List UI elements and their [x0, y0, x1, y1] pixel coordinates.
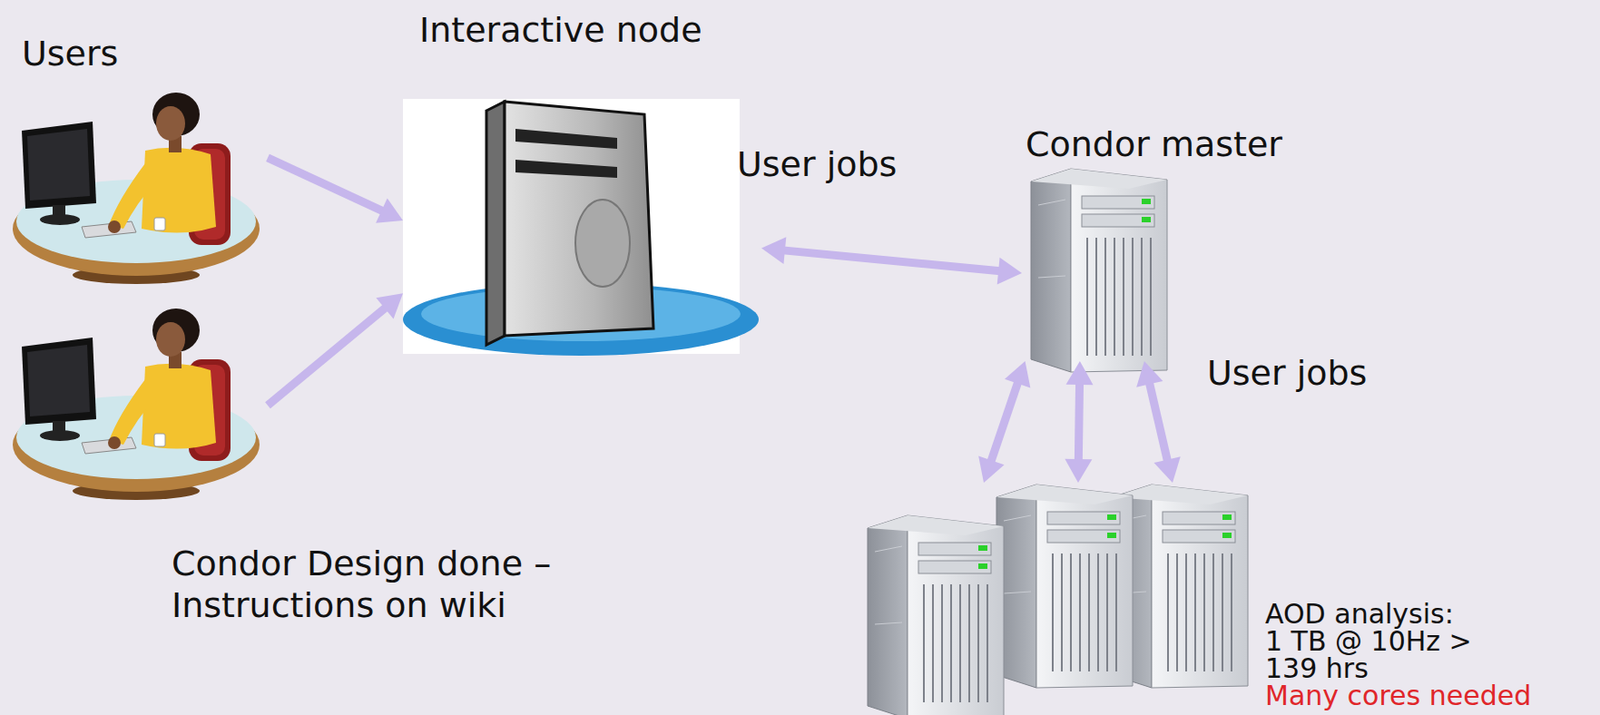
arrow-head	[761, 236, 786, 265]
node-note: Many cores needed	[1265, 682, 1532, 710]
arrow-head	[978, 456, 1004, 483]
illustration-part	[515, 159, 618, 178]
arrow-head	[997, 257, 1022, 285]
arrow-connector	[267, 157, 403, 224]
node-title: AOD analysis: 1 TB @ 10Hz > 139 hrs	[1265, 600, 1479, 683]
arrow-head	[375, 197, 403, 223]
computer-tower	[402, 98, 759, 356]
arrow-head	[1064, 459, 1092, 483]
illustration-part	[867, 515, 1004, 715]
illustration-part	[486, 101, 505, 345]
arrow-connector	[1136, 361, 1181, 483]
illustration-part	[504, 101, 654, 336]
arrow-connector	[267, 293, 403, 406]
edge-label: User jobs	[1207, 353, 1367, 394]
arrow-head	[1004, 361, 1031, 388]
illustration-part	[996, 484, 1133, 688]
condor-master: Condor master	[1021, 123, 1345, 362]
illustration-part	[12, 92, 260, 285]
note-text: Condor Design done – Instructions on wik…	[171, 542, 608, 627]
arrow-line	[783, 250, 1001, 272]
arrow-line	[991, 382, 1019, 463]
illustration-part	[402, 98, 740, 354]
illustration-part	[575, 199, 630, 287]
arrow-connector	[761, 236, 1022, 285]
arrow-line	[267, 157, 383, 212]
arrow-head	[1154, 456, 1181, 483]
illustration-part	[12, 308, 260, 501]
node-title: Condor master	[1025, 125, 1283, 166]
illustration-part	[1030, 168, 1168, 373]
node-title: Users	[21, 34, 118, 75]
arrow-head	[1136, 361, 1163, 388]
arrow-line	[1148, 382, 1168, 462]
arrow-line	[1078, 382, 1080, 462]
arrow-head	[1066, 361, 1094, 385]
arrow-connector	[1064, 361, 1093, 483]
arrow-line	[267, 307, 387, 406]
interactive-node: Interactive node	[402, 9, 762, 356]
arrow-connector	[978, 361, 1031, 483]
worker-cluster: AOD analysis: 1 TB @ 10Hz > 139 hrsMany …	[867, 482, 1594, 714]
arrow-head	[375, 293, 403, 319]
users-group: Users	[10, 32, 268, 505]
illustration-part	[515, 128, 618, 149]
node-title: Interactive node	[419, 10, 703, 51]
edge-label: User jobs	[736, 145, 897, 186]
